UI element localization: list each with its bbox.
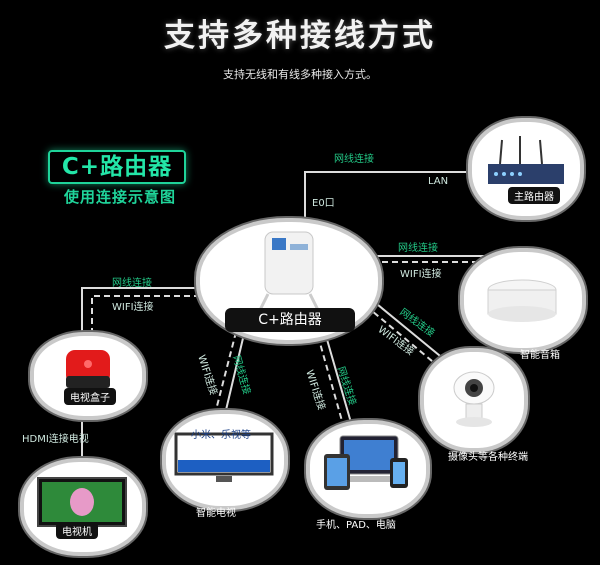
wire-tvbox-wired [81, 287, 212, 338]
tv-box-node [30, 332, 146, 420]
phone-pad-label: 手机、PAD、电脑 [316, 520, 396, 531]
tv-box-label: 电视盒子 [64, 388, 116, 405]
camera-label: 摄像头等各种终端 [448, 452, 528, 463]
wire-smarttv-wired [225, 333, 245, 411]
logo-name: C+路由器 [61, 154, 173, 180]
speaker-label: 智能音箱 [520, 350, 560, 361]
main-router-label: 主路由器 [508, 187, 560, 204]
label-wired-tvbox: 网线连接 [112, 278, 152, 289]
label-wifi-tvbox: WIFI连接 [112, 302, 154, 313]
phone-pad-icon [324, 435, 408, 490]
label-hdmi: HDMI连接电视 [22, 434, 89, 445]
main-router-node [468, 118, 584, 220]
logo-frame [48, 150, 186, 184]
smart-tv-screen-line1: 小米、乐视等 [191, 430, 251, 441]
smart-tv-screen-line2: 国内品牌 [201, 443, 241, 454]
main-router-icon [488, 136, 564, 184]
wire-phone-wired [325, 335, 353, 427]
tv-icon [37, 477, 127, 533]
smart-tv-node [162, 410, 288, 510]
label-wifi-speaker: WIFI连接 [400, 269, 442, 280]
label-wired-speaker: 网线连接 [398, 243, 438, 254]
label-lan: LAN [428, 176, 449, 187]
label-e0: E0口 [312, 198, 335, 209]
page-subtitle: 支持无线和有线多种接入方式。 [223, 68, 377, 81]
page-title: 支持多种接线方式 [164, 18, 436, 54]
wire-camera-wifi [365, 305, 439, 367]
smart-tv-icon [174, 432, 274, 482]
router-device-icon [258, 231, 320, 311]
speaker-icon [487, 279, 557, 322]
tv-label: 电视机 [56, 522, 98, 539]
camera-node [420, 348, 528, 452]
wire-tvbox-wifi [91, 295, 210, 338]
tv-node [20, 458, 146, 556]
tv-box-icon [66, 350, 110, 388]
phone-pad-node [306, 420, 430, 518]
speaker-node [460, 248, 586, 352]
label-wired-main: 网线连接 [334, 154, 374, 165]
logo-tagline: 使用连接示意图 [63, 188, 176, 206]
wire-main-router [304, 171, 470, 222]
wire-phone-wifi [317, 335, 345, 429]
router-label: C+路由器 [225, 308, 355, 332]
wire-smarttv-wifi [215, 331, 237, 411]
wire-camera-wired [371, 299, 446, 361]
camera-icon [453, 371, 495, 427]
smart-tv-label: 智能电视 [196, 508, 236, 519]
